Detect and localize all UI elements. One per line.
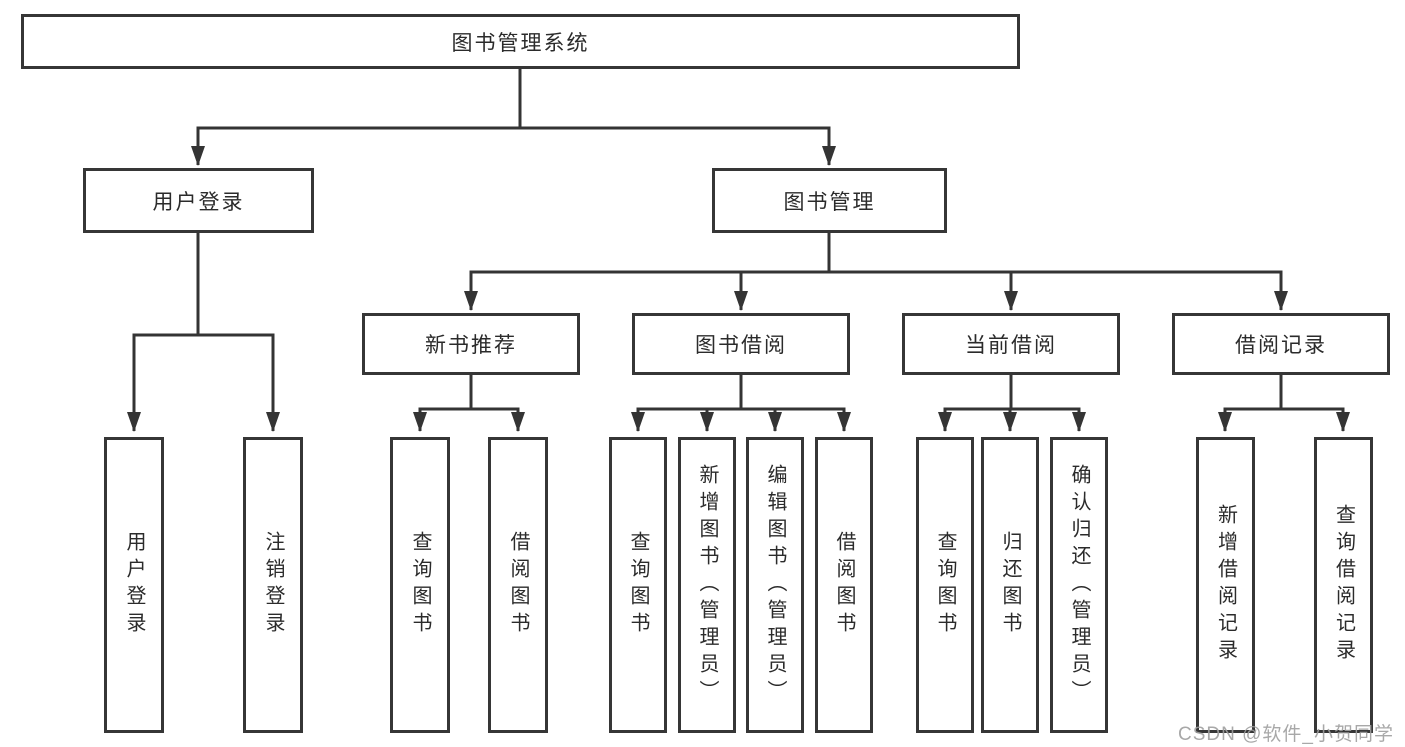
leaf-add-book-admin: 新增图书（管理员） xyxy=(678,437,736,733)
leaf-user-login: 用户登录 xyxy=(104,437,164,733)
leaf-logout: 注销登录 xyxy=(243,437,303,733)
leaf-add-borrow-record: 新增借阅记录 xyxy=(1196,437,1255,733)
watermark: CSDN @软件_小贺同学 xyxy=(1178,724,1394,745)
leaf-borrow-books-newbook: 借阅图书 xyxy=(488,437,548,733)
leaf-return-books: 归还图书 xyxy=(981,437,1039,733)
leaf-query-books-current: 查询图书 xyxy=(916,437,974,733)
leaf-query-books-newbook: 查询图书 xyxy=(390,437,450,733)
leaf-borrow-books-borrow: 借阅图书 xyxy=(815,437,873,733)
node-current-borrowing: 当前借阅 xyxy=(902,313,1120,375)
leaf-query-borrow-record: 查询借阅记录 xyxy=(1314,437,1373,733)
leaf-confirm-return-admin: 确认归还（管理员） xyxy=(1050,437,1108,733)
node-library-system: 图书管理系统 xyxy=(21,14,1020,69)
leaf-query-books-borrow: 查询图书 xyxy=(609,437,667,733)
node-borrow-records: 借阅记录 xyxy=(1172,313,1390,375)
node-book-borrowing: 图书借阅 xyxy=(632,313,850,375)
leaf-edit-book-admin: 编辑图书（管理员） xyxy=(746,437,804,733)
node-user-login: 用户登录 xyxy=(83,168,314,233)
node-new-book-recommend: 新书推荐 xyxy=(362,313,580,375)
node-book-management: 图书管理 xyxy=(712,168,947,233)
